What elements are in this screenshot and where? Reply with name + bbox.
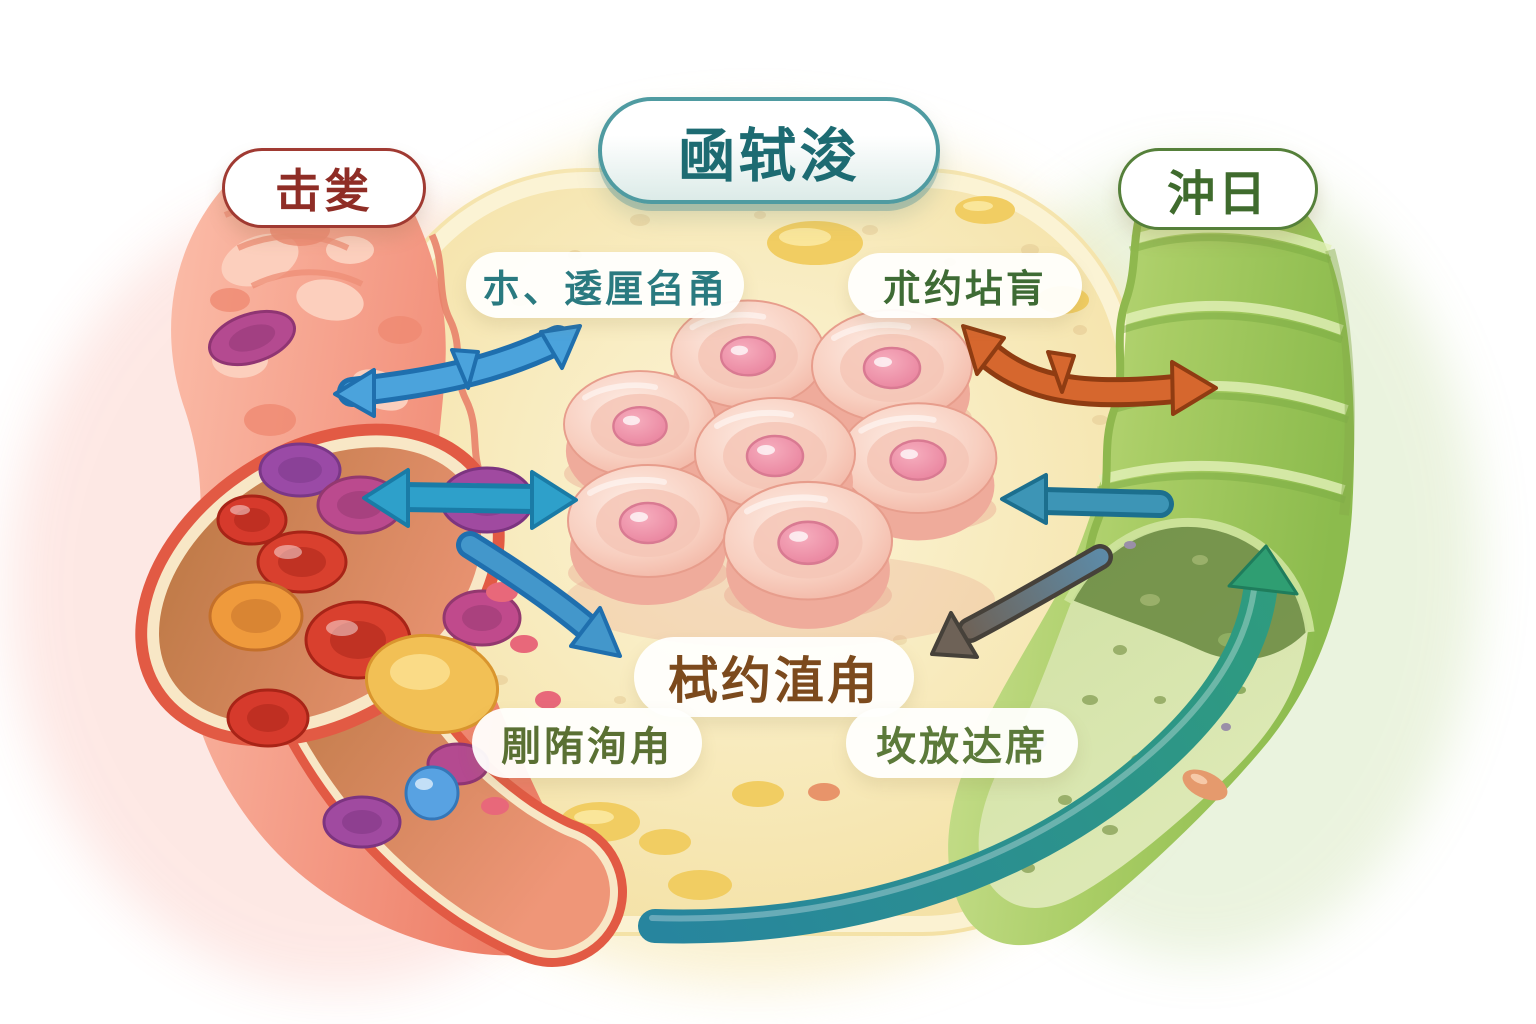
blue-diagonal-arrow [456, 531, 622, 658]
cell-cluster [564, 300, 996, 648]
right-vessel-title-text: 沖日 [1166, 166, 1269, 222]
annotation-center-text: 栻约淔甪 [668, 652, 880, 710]
annotation-upper-left: 朩、逶厘臽甬 [466, 252, 744, 318]
gut-rings [1097, 234, 1350, 504]
annotation-upper-left-text: 朩、逶厘臽甬 [481, 266, 728, 311]
annotation-upper-right: 朮约坫肓 [848, 253, 1082, 318]
annotation-lower-left: 㓮陏洵甪 [472, 708, 702, 778]
left-vessel-title-text: 击夎 [275, 164, 373, 218]
gray-down-left-arrow [930, 544, 1113, 659]
label-center-title: 凾轼浚 [598, 97, 940, 204]
teal-double-arrow [362, 468, 578, 530]
large-teal-green-curved-arrow [638, 544, 1299, 944]
annotation-lower-left-text: 㓮陏洵甪 [501, 724, 673, 770]
annotation-lower-right: 坆放达席 [846, 708, 1078, 778]
annotation-lower-right-text: 坆放达席 [876, 724, 1048, 770]
label-left-vessel-title: 击夎 [222, 148, 426, 228]
annotation-upper-right-text: 朮约坫肓 [882, 267, 1047, 311]
label-right-vessel-title: 沖日 [1118, 148, 1318, 230]
teal-left-arrow [1000, 473, 1174, 525]
blue-curved-double-arrow [333, 324, 582, 418]
annotation-center: 栻约淔甪 [634, 637, 914, 717]
orange-curved-double-arrow [961, 324, 1218, 416]
center-title-text: 凾轼浚 [677, 121, 861, 190]
